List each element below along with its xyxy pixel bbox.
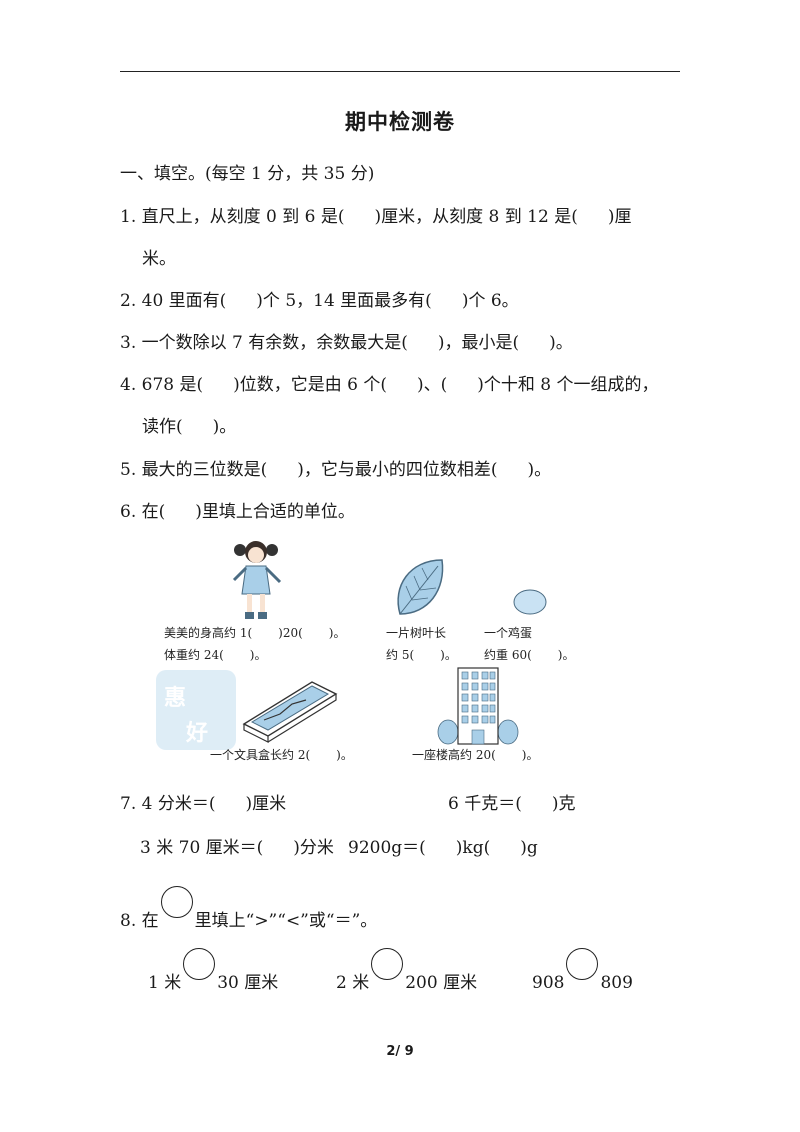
svg-text:好: 好 xyxy=(185,720,208,746)
question-7-a: 7. 4 分米＝()厘米 xyxy=(120,794,287,814)
header-rule xyxy=(120,71,680,72)
girl-caption-2: 体重约 24()。 xyxy=(164,648,267,662)
compare-circle[interactable] xyxy=(183,948,216,980)
compare-circle[interactable] xyxy=(566,948,599,980)
page-title: 期中检测卷 xyxy=(345,110,455,134)
question-6: 6. 在()里填上合适的单位。 xyxy=(120,502,355,522)
question-7-b: 6 千克＝()克 xyxy=(448,794,576,814)
question-1: 1. 直尺上，从刻度 0 到 6 是()厘米，从刻度 8 到 12 是()厘 xyxy=(120,207,632,227)
question-4: 4. 678 是()位数，它是由 6 个()、()个十和 8 个一组成的， xyxy=(120,375,659,395)
question-4-cont: 读作()。 xyxy=(142,417,237,437)
question-2: 2. 40 里面有()个 5，14 里面最多有()个 6。 xyxy=(120,291,519,311)
egg-caption-1: 一个鸡蛋 xyxy=(484,626,533,640)
compare-circle[interactable] xyxy=(160,886,193,918)
egg-illustration xyxy=(513,589,547,615)
question-5: 5. 最大的三位数是()，它与最小的四位数相差()。 xyxy=(120,460,552,480)
question-7-d: 9200g＝()kg()g xyxy=(348,838,538,858)
svg-text:惠: 惠 xyxy=(164,686,186,711)
compare-circle[interactable] xyxy=(371,948,404,980)
girl-caption-1: 美美的身高约 1()20()。 xyxy=(164,626,346,640)
pencil-box-illustration xyxy=(242,681,338,743)
section-heading: 一、填空。(每空 1 分，共 35 分) xyxy=(120,164,375,184)
question-8: 8. 在里填上“>”“<”或“＝”。 xyxy=(120,886,377,933)
egg-caption-2: 约重 60()。 xyxy=(484,648,575,662)
page-number: 2/ 9 xyxy=(386,1044,414,1059)
building-caption: 一座楼高约 20()。 xyxy=(412,748,539,762)
girl-illustration xyxy=(232,541,282,619)
box-caption: 一个文具盒长约 2()。 xyxy=(210,748,353,762)
leaf-illustration xyxy=(397,559,444,615)
leaf-caption-1: 一片树叶长 xyxy=(386,626,447,640)
question-1-cont: 米。 xyxy=(142,249,176,269)
building-illustration xyxy=(437,667,519,745)
question-3: 3. 一个数除以 7 有余数，余数最大是()，最小是()。 xyxy=(120,333,573,353)
leaf-caption-2: 约 5()。 xyxy=(386,648,457,662)
watermark-logo: 惠 好 xyxy=(156,670,236,750)
question-7-c: 3 米 70 厘米＝()分米 xyxy=(140,838,334,858)
